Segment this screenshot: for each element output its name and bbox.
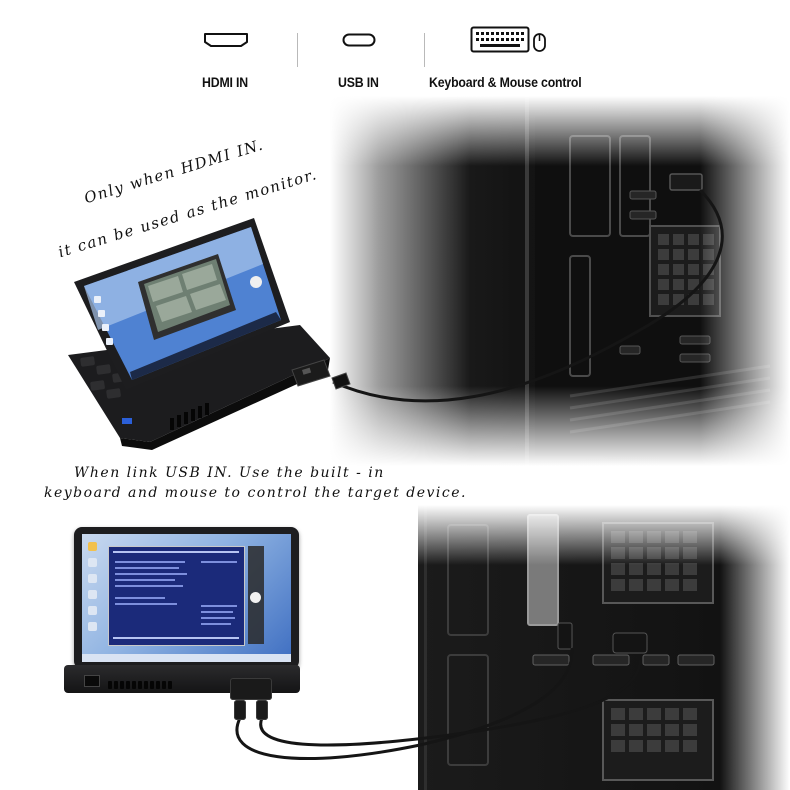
legend-divider xyxy=(297,33,298,67)
ethernet-port xyxy=(84,675,100,687)
usb-hdmi-adapter xyxy=(230,678,272,700)
usb-c-port-icon xyxy=(342,33,376,47)
caption-usb-mode-line2: keyboard and mouse to control the target… xyxy=(44,485,467,501)
desktop-icon xyxy=(88,606,97,615)
legend-label-usb: USB IN xyxy=(338,74,379,90)
taskbar xyxy=(82,654,291,662)
camera-button-icon xyxy=(250,592,261,603)
desktop-icon xyxy=(88,558,97,567)
hdmi-port-icon xyxy=(204,33,248,47)
pc-tower-photo-bottom xyxy=(418,505,790,790)
keyboard-mouse-icon xyxy=(470,26,546,53)
caption-usb-mode-line1: When link USB IN. Use the built - in xyxy=(74,465,385,481)
laptop-screen xyxy=(74,218,290,390)
laptop-vent xyxy=(108,676,174,694)
legend-label-hdmi: HDMI IN xyxy=(202,74,248,90)
usb-plug xyxy=(234,700,246,720)
legend-label-keyboard-mouse: Keyboard & Mouse control xyxy=(429,74,582,90)
hdmi-adapter xyxy=(291,359,351,390)
desktop-icon xyxy=(88,590,97,599)
remote-bios-window xyxy=(108,546,245,646)
desktop-icon xyxy=(88,622,97,631)
laptop-desktop xyxy=(82,534,291,662)
desktop-icon xyxy=(88,542,97,551)
usb-plug xyxy=(256,700,268,720)
pc-tower-photo-top xyxy=(330,96,790,466)
legend-divider xyxy=(424,33,425,67)
desktop-icon xyxy=(88,574,97,583)
